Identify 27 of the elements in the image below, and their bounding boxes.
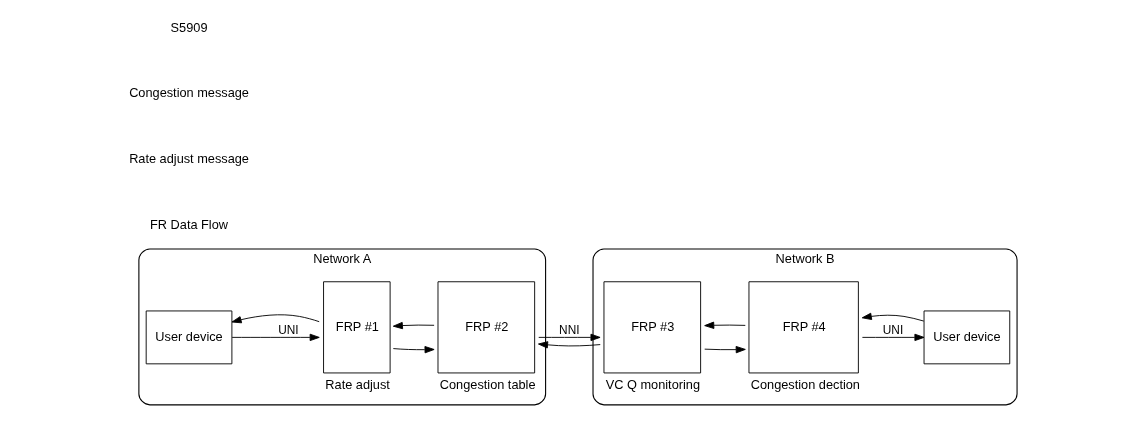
arrow (231, 314, 320, 324)
node-box: FRP #1 (322, 281, 391, 374)
arrow (392, 321, 435, 330)
node-label: VC Q monitoring (605, 376, 700, 392)
label: S5909 (170, 19, 207, 35)
node-label: Congestion dection (750, 376, 860, 392)
arrow (537, 333, 601, 342)
arrow (231, 333, 320, 342)
arrow (537, 341, 601, 349)
label: FR Data Flow (149, 216, 228, 232)
node-box: User device (923, 310, 1010, 365)
arrow (703, 321, 746, 329)
arrow (861, 312, 924, 322)
label: Rate adjust message (128, 150, 249, 166)
node-box: FRP #2 (437, 281, 535, 374)
node-box: FRP #4 (748, 281, 859, 374)
arrow (861, 333, 924, 342)
label: Congestion message (128, 85, 249, 101)
edge-label: UNI (882, 323, 903, 338)
edge-label: UNI (277, 323, 299, 338)
node-box: FRP #3 (603, 281, 701, 374)
arrow (392, 346, 435, 354)
edge-label: NNI (558, 323, 580, 338)
arrow (703, 346, 746, 354)
node-box: User device (145, 310, 232, 365)
node-label: Rate adjust (324, 376, 390, 392)
node-label: Congestion table (439, 376, 536, 392)
